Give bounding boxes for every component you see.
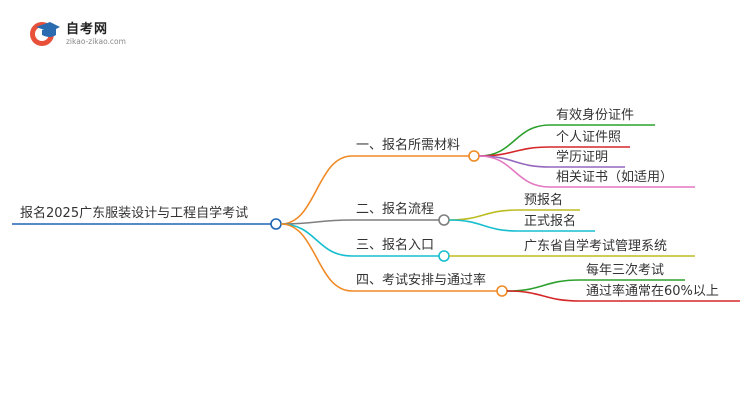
branch-2-node[interactable]: [438, 214, 450, 226]
logo-url: zikao-zikao.com: [66, 37, 126, 46]
branch-1-label: 一、报名所需材料: [356, 138, 461, 153]
branch-2-connector: [280, 219, 353, 225]
logo-graduation-cap-icon: [30, 22, 60, 46]
site-logo: 自考网 zikao-zikao.com: [28, 16, 148, 52]
branch-1-connector: [280, 155, 353, 225]
branch-4-label: 四、考试安排与通过率: [356, 273, 487, 288]
branch-1-leaf-4-label: 相关证书（如适用）: [556, 170, 674, 185]
branch-1-leaf-1-label: 有效身份证件: [556, 108, 635, 123]
branch-4-leaf-1-connector: [506, 279, 581, 292]
logo-name: 自考网: [66, 22, 109, 37]
branch-2-leaf-2-label: 正式报名: [524, 214, 577, 229]
branch-2-leaf-1-connector: [448, 209, 519, 221]
branch-1-leaf-4-connector: [478, 155, 551, 188]
branch-4-leaf-2-connector: [506, 290, 581, 302]
branch-3-label: 三、报名入口: [356, 238, 435, 253]
branch-4-node[interactable]: [496, 285, 508, 297]
branch-1-node[interactable]: [468, 150, 480, 162]
branch-2-leaf-2-connector: [448, 219, 519, 232]
root-node[interactable]: [270, 218, 282, 230]
branch-3-node[interactable]: [438, 250, 450, 262]
branch-3-leaf-1-label: 广东省自学考试管理系统: [524, 239, 668, 254]
branch-4-leaf-1-label: 每年三次考试: [586, 263, 665, 278]
branch-1-leaf-3-label: 学历证明: [556, 150, 609, 165]
root-topic: 报名2025广东服装设计与工程自学考试: [20, 206, 249, 221]
branch-3-connector: [280, 223, 353, 257]
branch-2-leaf-1-label: 预报名: [524, 193, 564, 208]
branch-2-label: 二、报名流程: [356, 202, 435, 217]
branch-4-leaf-2-label: 通过率通常在60%以上: [586, 284, 719, 299]
branch-1-leaf-2-label: 个人证件照: [556, 130, 622, 145]
branch-4-connector: [280, 223, 353, 292]
